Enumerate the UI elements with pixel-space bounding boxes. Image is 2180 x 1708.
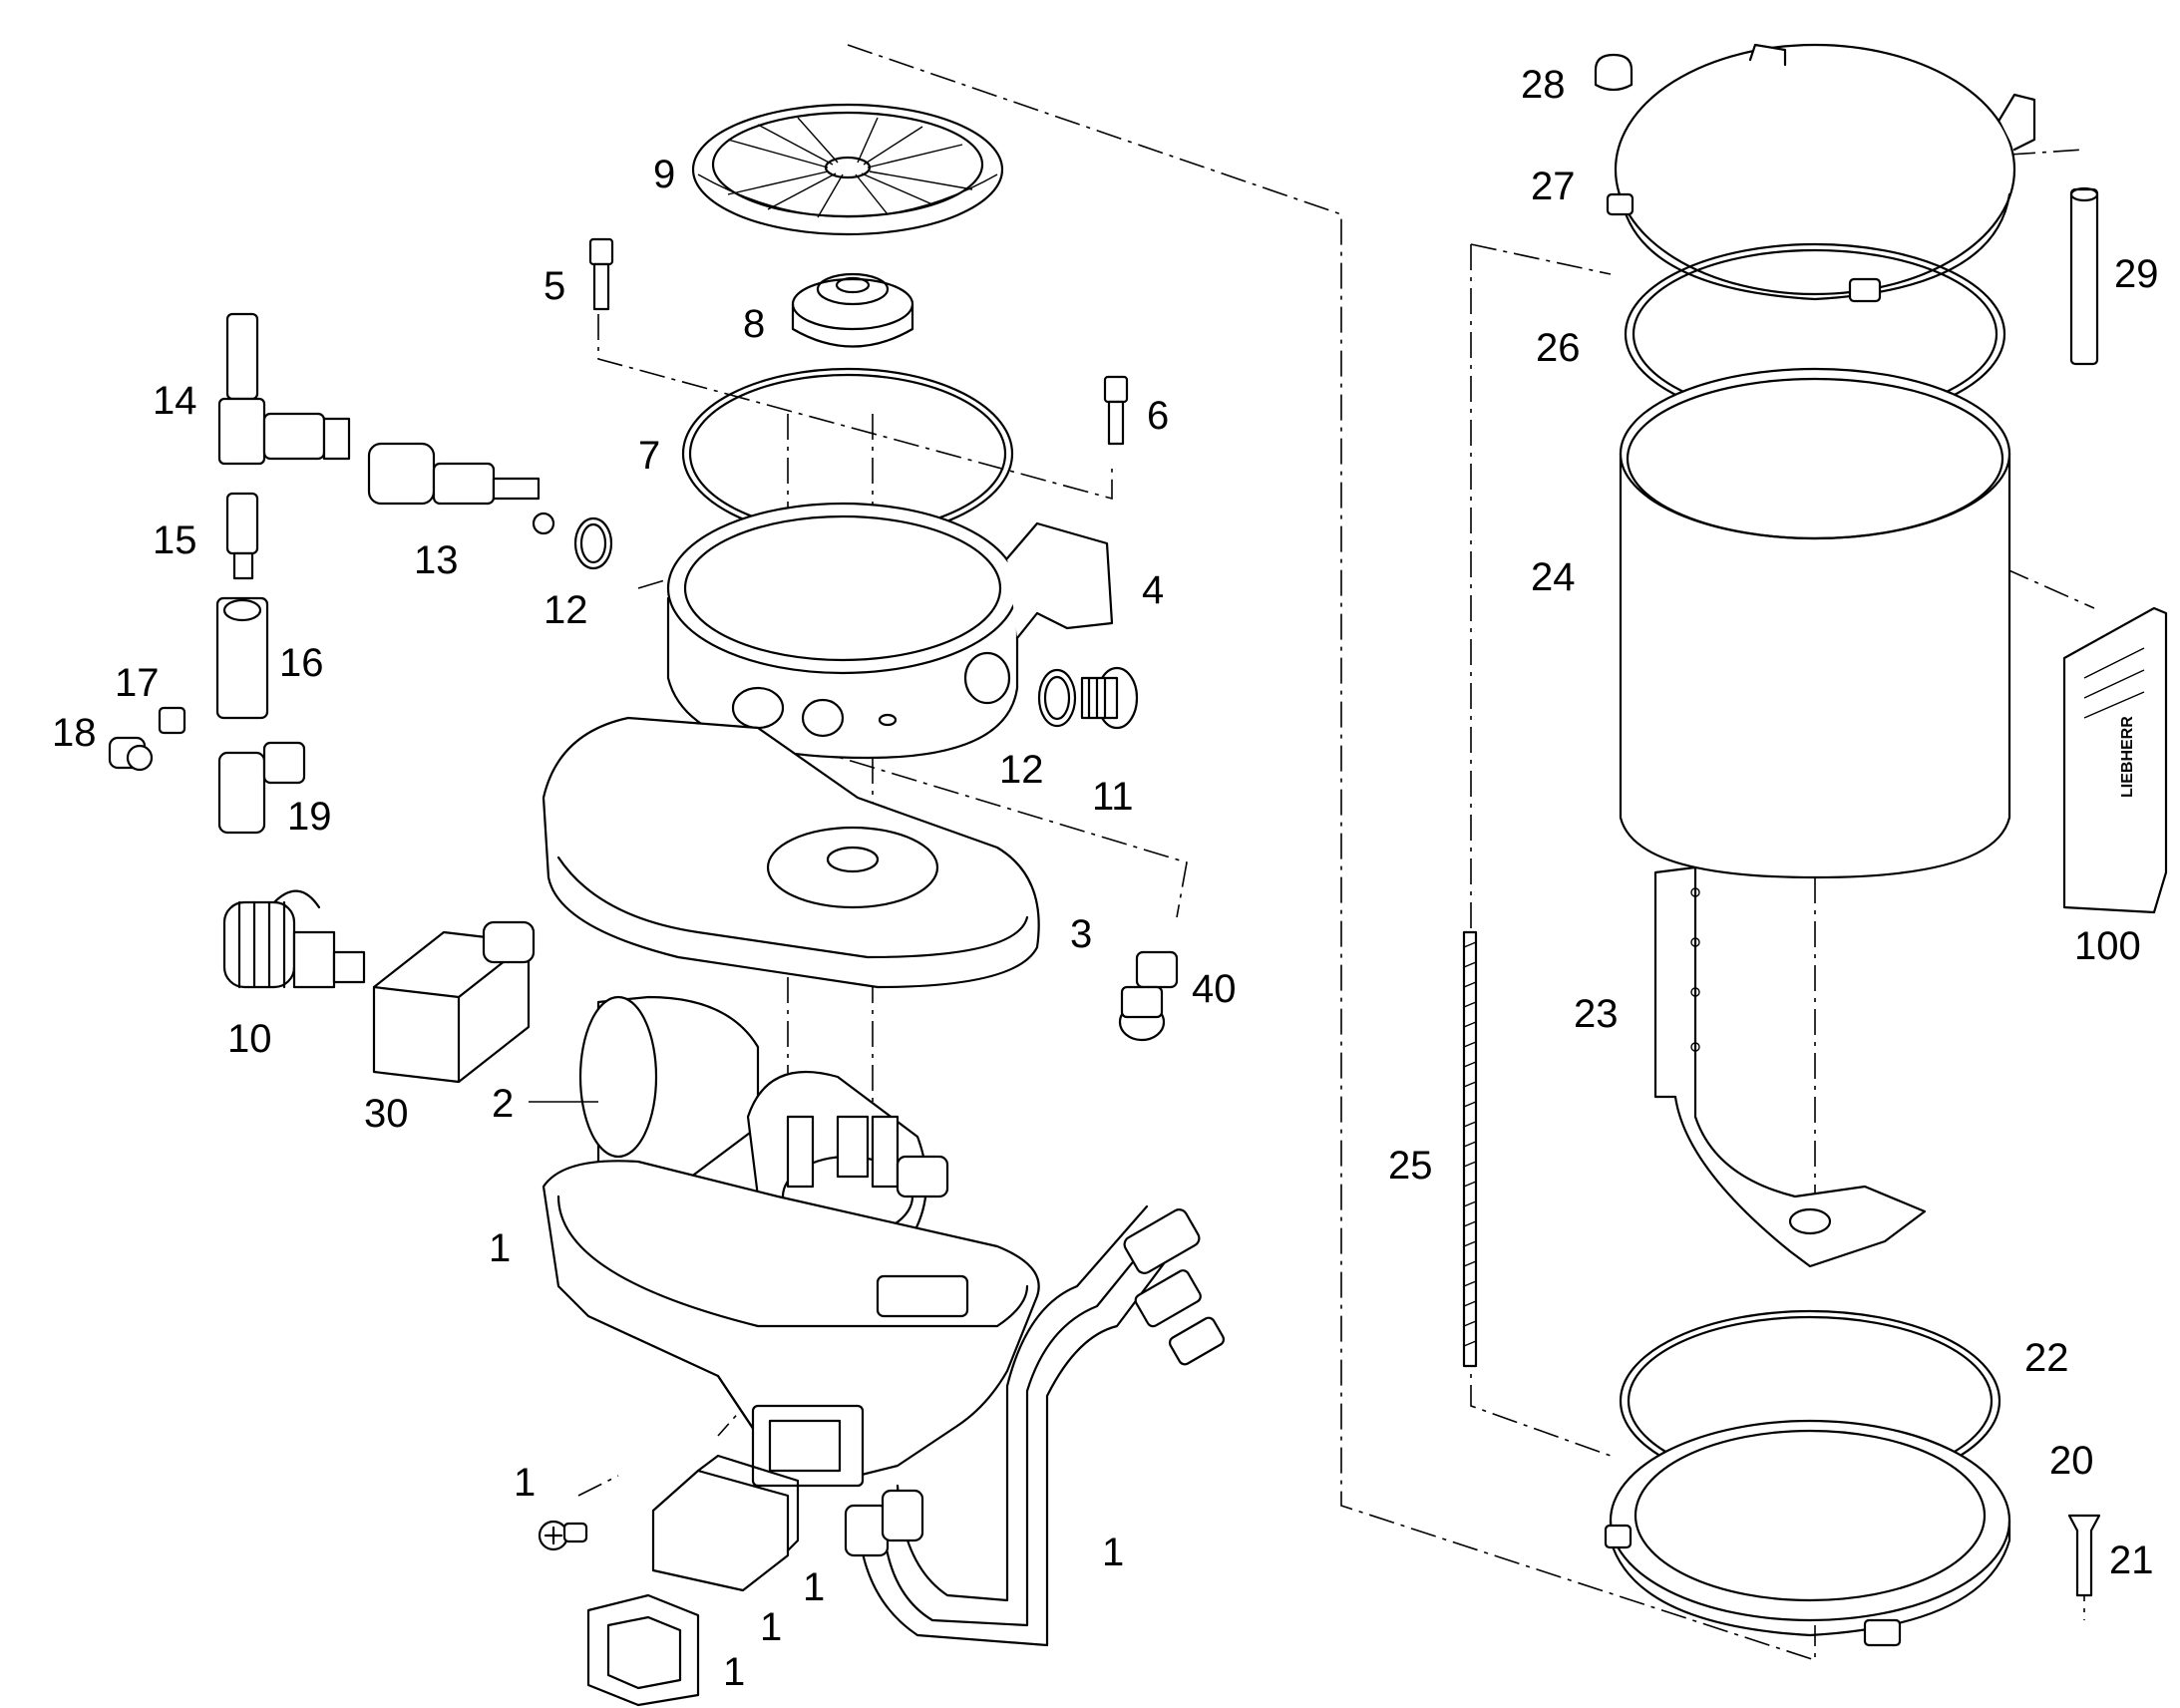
part-cables: [844, 1204, 1226, 1647]
callout-13: 13: [414, 538, 459, 582]
part-label-plate-100: LIEBHERR: [2062, 606, 2168, 914]
part-screw-21: [2067, 1514, 2101, 1597]
callout-1b: 1: [514, 1461, 536, 1505]
part-cap-18: [108, 736, 154, 772]
part-fitting-16: [215, 596, 269, 720]
callout-5: 5: [544, 264, 565, 308]
callout-1a: 1: [489, 1226, 511, 1270]
callout-30: 30: [364, 1092, 409, 1136]
callout-3: 3: [1070, 912, 1092, 956]
part-rod-29: [2069, 186, 2099, 366]
part-screw-5: [588, 237, 614, 311]
part-breather-10: [222, 889, 366, 989]
part-plug-40: [1118, 950, 1179, 1042]
callout-1e: 1: [760, 1605, 782, 1649]
part-plug-11: [1080, 666, 1139, 730]
part-base-ring-20: [1604, 1419, 2011, 1647]
callout-22: 22: [2024, 1336, 2069, 1380]
callout-4: 4: [1142, 568, 1164, 612]
part-fitting-17: [158, 706, 186, 735]
callout-1f: 1: [723, 1650, 745, 1694]
callout-10: 10: [227, 1017, 272, 1061]
callout-18: 18: [52, 711, 97, 755]
callout-26: 26: [1536, 326, 1581, 370]
callout-25: 25: [1388, 1144, 1433, 1188]
callout-17: 17: [115, 661, 160, 705]
part-bracket-23: [1653, 865, 1927, 1268]
part-reservoir-24: [1619, 367, 2011, 879]
part-valve-13: [367, 442, 555, 535]
callout-28: 28: [1521, 63, 1566, 107]
part-cover-plate: [538, 1454, 800, 1707]
callout-11: 11: [1092, 775, 1134, 819]
callout-6: 6: [1147, 394, 1169, 438]
part-tank-cover: [542, 716, 1040, 989]
callout-8: 8: [743, 302, 765, 346]
part-fitting-15: [225, 492, 259, 580]
callout-21: 21: [2109, 1538, 2154, 1582]
part-box-30: [372, 920, 536, 1084]
part-strainer-plate: [691, 103, 1004, 236]
part-screw-6: [1103, 375, 1129, 446]
callout-23: 23: [1574, 992, 1619, 1036]
callout-14: 14: [153, 379, 197, 423]
callout-20: 20: [2049, 1439, 2094, 1483]
callout-16: 16: [279, 641, 324, 685]
callout-1c: 1: [1102, 1531, 1124, 1574]
label-plate-brand: LIEBHERR: [2119, 716, 2136, 798]
callout-12b: 12: [999, 748, 1044, 792]
callout-27: 27: [1531, 165, 1576, 208]
callout-9: 9: [653, 153, 675, 196]
callout-2: 2: [492, 1082, 514, 1126]
part-pump-housing: [666, 502, 1114, 760]
callout-labels: 9 5 8 14 6 7 15 13 12 4 16 17 18 12 11 1…: [52, 63, 2159, 1694]
callout-15: 15: [153, 518, 197, 562]
part-cap-nut-28: [1594, 53, 1634, 92]
part-elbow-19: [217, 741, 306, 835]
part-bearing: [791, 272, 914, 348]
part-base-housing: [542, 1160, 1040, 1488]
part-threaded-rod-25: [1462, 930, 1478, 1368]
part-lid: [1606, 43, 2036, 303]
callout-24: 24: [1531, 555, 1576, 599]
callout-29: 29: [2114, 252, 2159, 296]
callout-12a: 12: [544, 588, 588, 632]
callout-7: 7: [638, 434, 660, 478]
part-ring-12b: [1037, 668, 1077, 728]
part-fitting-14: [217, 312, 351, 466]
callout-40: 40: [1192, 967, 1237, 1011]
callout-19: 19: [287, 795, 332, 839]
callout-100: 100: [2074, 924, 2141, 968]
callout-1d: 1: [803, 1565, 825, 1609]
part-ring-12a: [573, 516, 613, 570]
